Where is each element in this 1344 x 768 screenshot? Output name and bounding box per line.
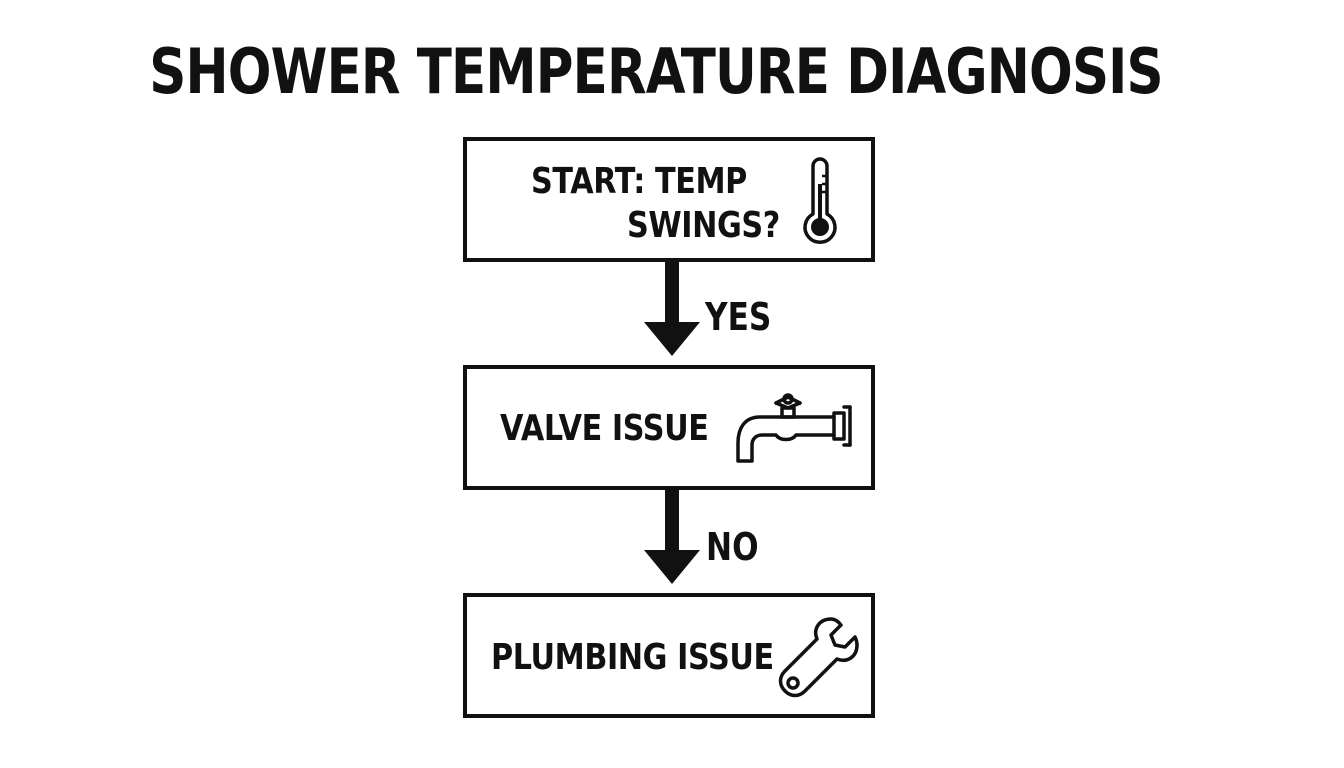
diagram-title: SHOWER TEMPERATURE DIAGNOSIS (149, 35, 1163, 108)
no-label: NO (706, 525, 759, 569)
start-node-line2: SWINGS? (627, 205, 780, 246)
faucet-icon (736, 393, 852, 463)
start-node: START: TEMP SWINGS? (463, 137, 875, 262)
yes-arrow (644, 260, 700, 356)
valve-issue-node: VALVE ISSUE (463, 365, 875, 490)
plumbing-issue-node: PLUMBING ISSUE (463, 593, 875, 718)
plumbing-issue-label: PLUMBING ISSUE (491, 637, 774, 678)
no-arrow (644, 488, 700, 584)
thermometer-icon (803, 157, 837, 244)
valve-issue-label: VALVE ISSUE (500, 408, 709, 449)
start-node-line1: START: TEMP (531, 161, 747, 202)
yes-label: YES (705, 295, 772, 339)
wrench-icon (778, 617, 859, 698)
